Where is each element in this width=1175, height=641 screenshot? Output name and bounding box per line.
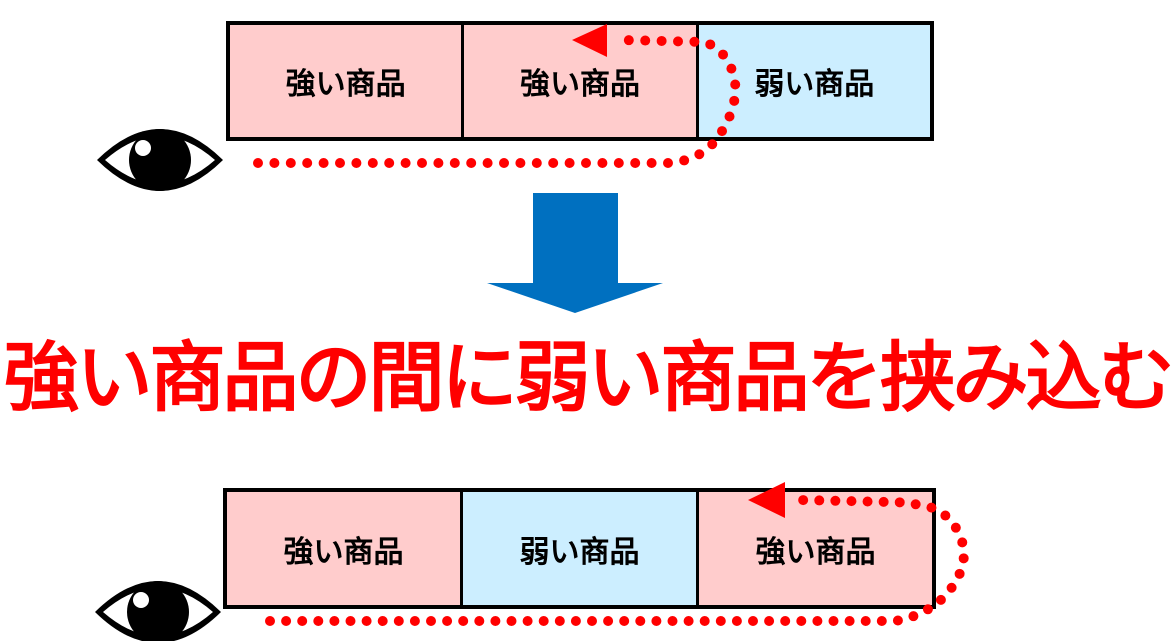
shelf-cell-strong: 強い商品 bbox=[230, 25, 462, 137]
eye-icon bbox=[95, 581, 221, 641]
bottom-shelf: 強い商品 弱い商品 強い商品 bbox=[223, 488, 936, 609]
shelf-cell-strong: 強い商品 bbox=[227, 492, 460, 605]
arrow-down-icon bbox=[487, 193, 663, 313]
shelf-cell-strong: 強い商品 bbox=[696, 492, 932, 605]
headline: 強い商品の間に弱い商品を挟み込む bbox=[3, 333, 1175, 422]
shelf-cell-weak: 弱い商品 bbox=[460, 492, 696, 605]
shelf-cell-weak: 弱い商品 bbox=[695, 25, 930, 137]
top-shelf: 強い商品 強い商品 弱い商品 bbox=[226, 21, 934, 141]
eye-icon bbox=[97, 129, 223, 191]
shelf-cell-strong: 強い商品 bbox=[461, 25, 696, 137]
